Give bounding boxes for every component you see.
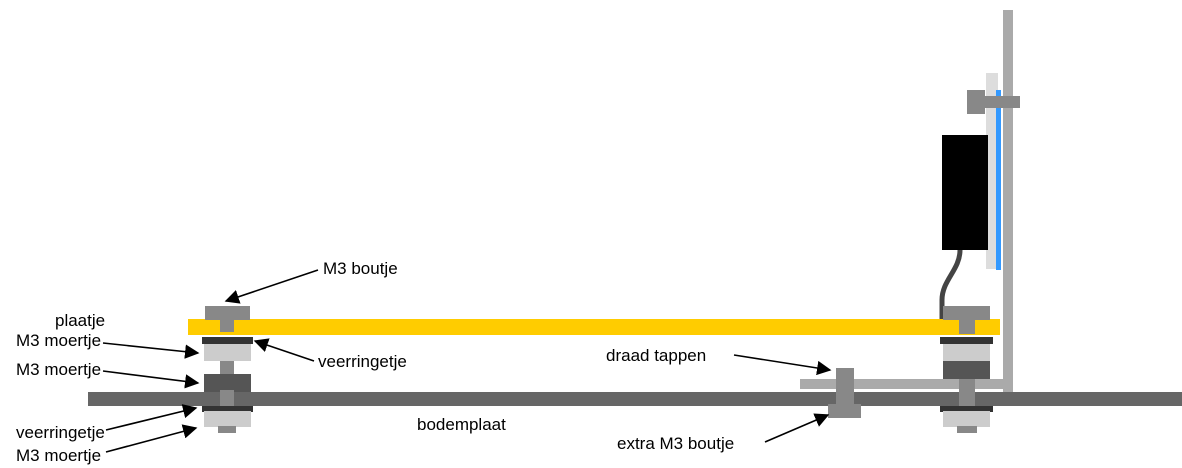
bodemplaat-plate: [88, 392, 1182, 406]
right-fastener-stack: [940, 306, 993, 433]
module-board-light: [986, 73, 998, 269]
label-extra-m3-boutje: extra M3 boutje: [617, 434, 734, 453]
r-nut-bottom: [943, 411, 990, 427]
r-bolt-shaft: [959, 318, 975, 334]
arrow-m3-moertje-2: [102, 370, 200, 389]
bolt-tip: [218, 426, 236, 433]
bolt-head: [205, 306, 250, 320]
spring-washer: [202, 337, 253, 344]
arrow-m3-moertje-3: [105, 424, 198, 453]
label-veerringetje-right: veerringetje: [318, 352, 407, 371]
annotation-arrows: [102, 269, 832, 453]
module-black-body: [942, 135, 988, 250]
label-m3-moertje-1: M3 moertje: [16, 331, 101, 350]
label-draad-tappen: draad tappen: [606, 346, 706, 365]
spring-washer-bottom: [202, 406, 253, 412]
extra-bolt-stack: [828, 368, 861, 418]
r-nut-dark: [943, 361, 990, 379]
nut-light: [204, 344, 251, 361]
left-fastener-stack: [202, 306, 253, 433]
r-bolt-tip: [957, 426, 977, 433]
vertical-bracket-assembly: [800, 10, 1020, 392]
arrow-m3-boutje: [224, 269, 319, 304]
label-veerringetje-left: veerringetje: [16, 423, 105, 442]
arrow-m3-moertje-1: [102, 342, 200, 359]
extra-bolt-head: [828, 404, 861, 418]
r-bolt-head: [943, 306, 990, 320]
module-board-blue: [996, 90, 1001, 270]
r-spring-washer-bottom: [940, 406, 993, 412]
module-wire: [939, 249, 963, 335]
r-spring-washer: [940, 337, 993, 344]
bolt-shaft: [220, 318, 234, 332]
arrow-extra-m3-boutje: [764, 413, 830, 443]
arrow-draad-tappen: [733, 354, 832, 376]
arrow-veerringetje-right: [253, 338, 315, 362]
label-plaatje: plaatje: [55, 311, 105, 330]
labels: M3 boutje plaatje M3 moertje veerringetj…: [16, 259, 734, 465]
bracket-foot: [800, 379, 1008, 389]
r-nut-light: [943, 344, 990, 361]
label-m3-moertje-3: M3 moertje: [16, 446, 101, 465]
arrow-veerringetje-left: [105, 404, 198, 431]
nut-dark: [204, 374, 251, 392]
label-bodemplaat: bodemplaat: [417, 415, 506, 434]
nut-bottom: [204, 411, 251, 427]
r-bolt-through: [959, 379, 975, 407]
label-m3-boutje: M3 boutje: [323, 259, 398, 278]
module-mount-bolt-shaft: [980, 96, 1020, 108]
bolt-through: [220, 390, 234, 408]
spacer-shaft: [220, 361, 234, 375]
vertical-bracket: [1003, 10, 1013, 392]
plaatje-plate: [188, 319, 1000, 335]
label-m3-moertje-2: M3 moertje: [16, 360, 101, 379]
